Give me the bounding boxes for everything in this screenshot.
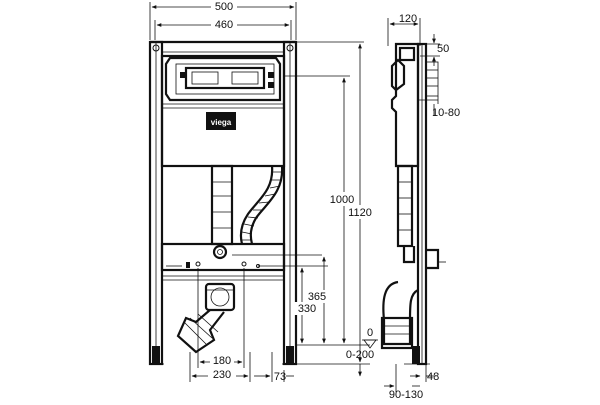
viega-logo (206, 112, 236, 130)
dimension-1000-label: 1000 (330, 194, 354, 206)
drain-connector (176, 282, 236, 354)
dimension-500-label: 500 (215, 1, 233, 13)
side-view: 120 50 (380, 13, 460, 401)
dimension-230: 230 (189, 352, 251, 382)
frame-legs (150, 275, 296, 365)
dimension-90-130-label: 90-130 (389, 389, 423, 400)
dimension-500: 500 (149, 0, 297, 40)
dimension-365: 365 (304, 256, 330, 344)
dimension-460: 460 (154, 18, 292, 40)
dimension-460-label: 460 (215, 19, 233, 31)
dimension-48-label: 48 (427, 371, 439, 383)
dimension-330: 330 (294, 267, 320, 344)
dimension-48: 48 (410, 364, 439, 383)
dimension-90-130: 90-130 (384, 364, 423, 401)
floor-range-label: 0-200 (346, 349, 374, 361)
floor-level: 0 0-200 (346, 327, 378, 377)
dimension-180-label: 180 (213, 355, 231, 367)
dimension-73-label: 73 (274, 371, 286, 383)
side-frame (380, 42, 446, 366)
front-view: 500 460 (148, 0, 378, 383)
viega-logo-text: viega (211, 118, 232, 127)
cistern: viega (160, 54, 286, 168)
extension-lines (232, 41, 370, 365)
dimension-1120: 1120 (344, 43, 376, 363)
dimension-230-label: 230 (213, 369, 231, 381)
dimension-50-label: 50 (437, 43, 449, 55)
dimension-1000: 1000 (326, 77, 358, 344)
dimension-120-label: 120 (399, 13, 417, 25)
dimension-50: 50 (420, 34, 449, 66)
dimension-10-80-label: 10-80 (432, 107, 460, 119)
dimension-180: 180 (197, 268, 245, 368)
dimension-73: 73 (254, 352, 294, 383)
flush-pipe (210, 164, 234, 246)
water-supply-hose (239, 165, 284, 245)
floor-zero-label: 0 (367, 327, 373, 339)
dimension-330-label: 330 (298, 303, 316, 315)
dimension-10-80: 10-80 (425, 96, 460, 119)
dimension-365-label: 365 (308, 291, 326, 303)
dimension-120: 120 (387, 13, 421, 46)
dimension-1120-label: 1120 (348, 207, 372, 219)
